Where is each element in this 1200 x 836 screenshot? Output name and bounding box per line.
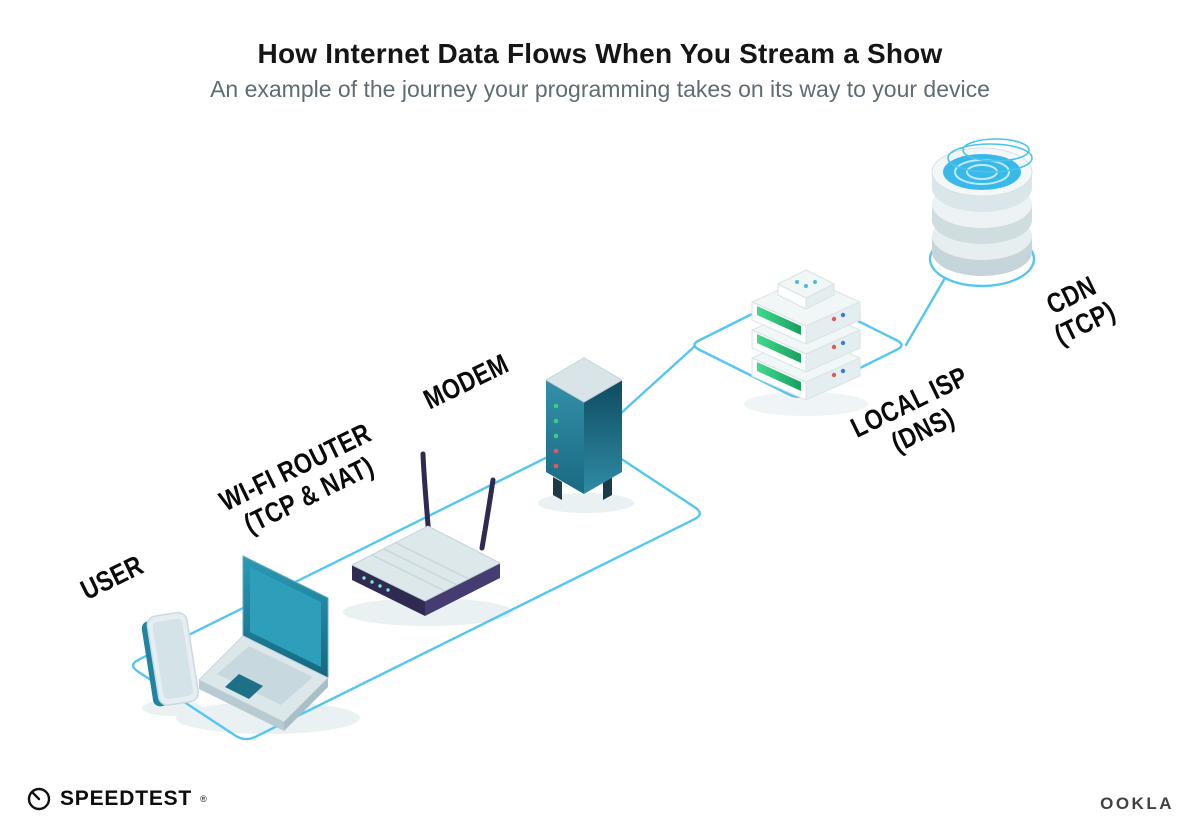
server-dot <box>831 372 837 378</box>
connector-isp-to-cdn <box>904 276 947 347</box>
wifi-router-illustration <box>350 451 502 616</box>
modem-face-right <box>584 380 622 494</box>
modem-led <box>553 448 559 454</box>
server-dot <box>831 344 837 350</box>
laptop-illustration <box>198 555 329 731</box>
cdn-wire-ring <box>947 143 1033 173</box>
ookla-logo: OOKLA <box>1100 794 1174 813</box>
modem-foot-right <box>603 477 612 500</box>
cdn-database-illustration <box>931 138 1033 276</box>
speedtest-gauge-icon <box>27 787 51 811</box>
speedtest-logo: SPEEDTEST ® <box>26 786 207 812</box>
modem-led <box>553 433 559 439</box>
laptop-screen-panel <box>250 567 321 667</box>
router-side-right <box>425 563 500 616</box>
modem-led <box>553 403 559 409</box>
router-leds <box>362 576 390 592</box>
phone-illustration <box>141 611 200 707</box>
modem-top <box>545 357 623 403</box>
router-top <box>350 525 502 602</box>
laptop-trackpad <box>225 674 263 699</box>
phone-screen <box>152 618 194 700</box>
modem-led <box>553 463 559 469</box>
server-dot <box>840 312 846 318</box>
server-top-unit <box>777 269 835 310</box>
laptop-keyboard <box>217 646 313 705</box>
page-title: How Internet Data Flows When You Stream … <box>257 38 943 69</box>
server-dot <box>840 368 846 374</box>
laptop-base-edge-right <box>284 678 328 731</box>
server-dot <box>831 316 837 322</box>
isp-server-illustration <box>751 269 861 401</box>
server-dot <box>840 340 846 346</box>
modem-illustration <box>545 357 623 500</box>
modem-leds <box>553 403 559 469</box>
cdn-wire-ring <box>962 138 1030 162</box>
router-antenna-right <box>479 477 496 551</box>
router-antenna-left <box>420 451 432 541</box>
trademark-symbol: ® <box>200 794 207 804</box>
laptop-base-edge-left <box>199 680 284 731</box>
router-vents <box>371 542 470 592</box>
page-subtitle: An example of the journey your programmi… <box>210 76 990 102</box>
speedtest-wordmark: SPEEDTEST <box>60 787 193 810</box>
modem-led <box>553 418 559 424</box>
modem-foot-left <box>553 477 562 500</box>
